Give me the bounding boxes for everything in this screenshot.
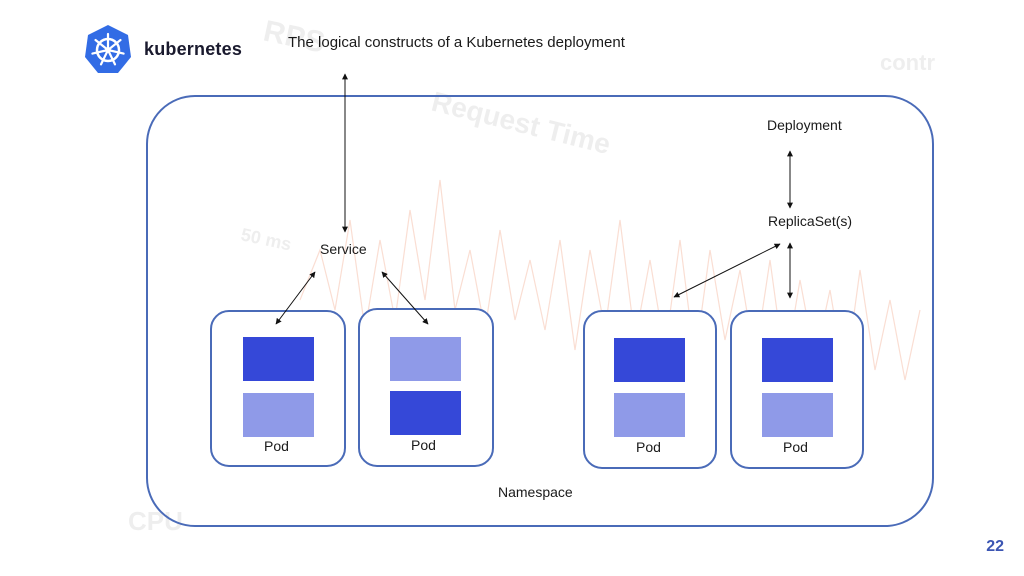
namespace-boundary: [146, 95, 934, 527]
service-label: Service: [320, 241, 367, 257]
container-block: [762, 393, 833, 437]
namespace-label: Namespace: [498, 484, 573, 500]
container-block: [243, 337, 314, 381]
container-block: [762, 338, 833, 382]
container-block: [614, 393, 685, 437]
arrow-service-pod1: [275, 271, 316, 325]
container-block: [614, 338, 685, 382]
page-number: 22: [986, 538, 1004, 555]
container-block: [243, 393, 314, 437]
brand-name: kubernetes: [144, 38, 243, 59]
kubernetes-logo: kubernetes: [84, 24, 242, 74]
svg-text:contr: contr: [880, 50, 935, 75]
slide-title: The logical constructs of a Kubernetes d…: [288, 34, 625, 51]
container-block: [390, 337, 461, 381]
arrow-service-pod2: [381, 271, 429, 325]
pod-label: Pod: [636, 439, 661, 455]
pod-label: Pod: [783, 439, 808, 455]
kubernetes-helm-icon: [85, 25, 131, 73]
container-block: [390, 391, 461, 435]
replicaset-label: ReplicaSet(s): [768, 213, 853, 229]
pod-label: Pod: [411, 437, 436, 453]
pod-label: Pod: [264, 438, 289, 454]
deployment-label: Deployment: [767, 117, 842, 133]
arrow-replicaset-pod3: [673, 243, 781, 298]
